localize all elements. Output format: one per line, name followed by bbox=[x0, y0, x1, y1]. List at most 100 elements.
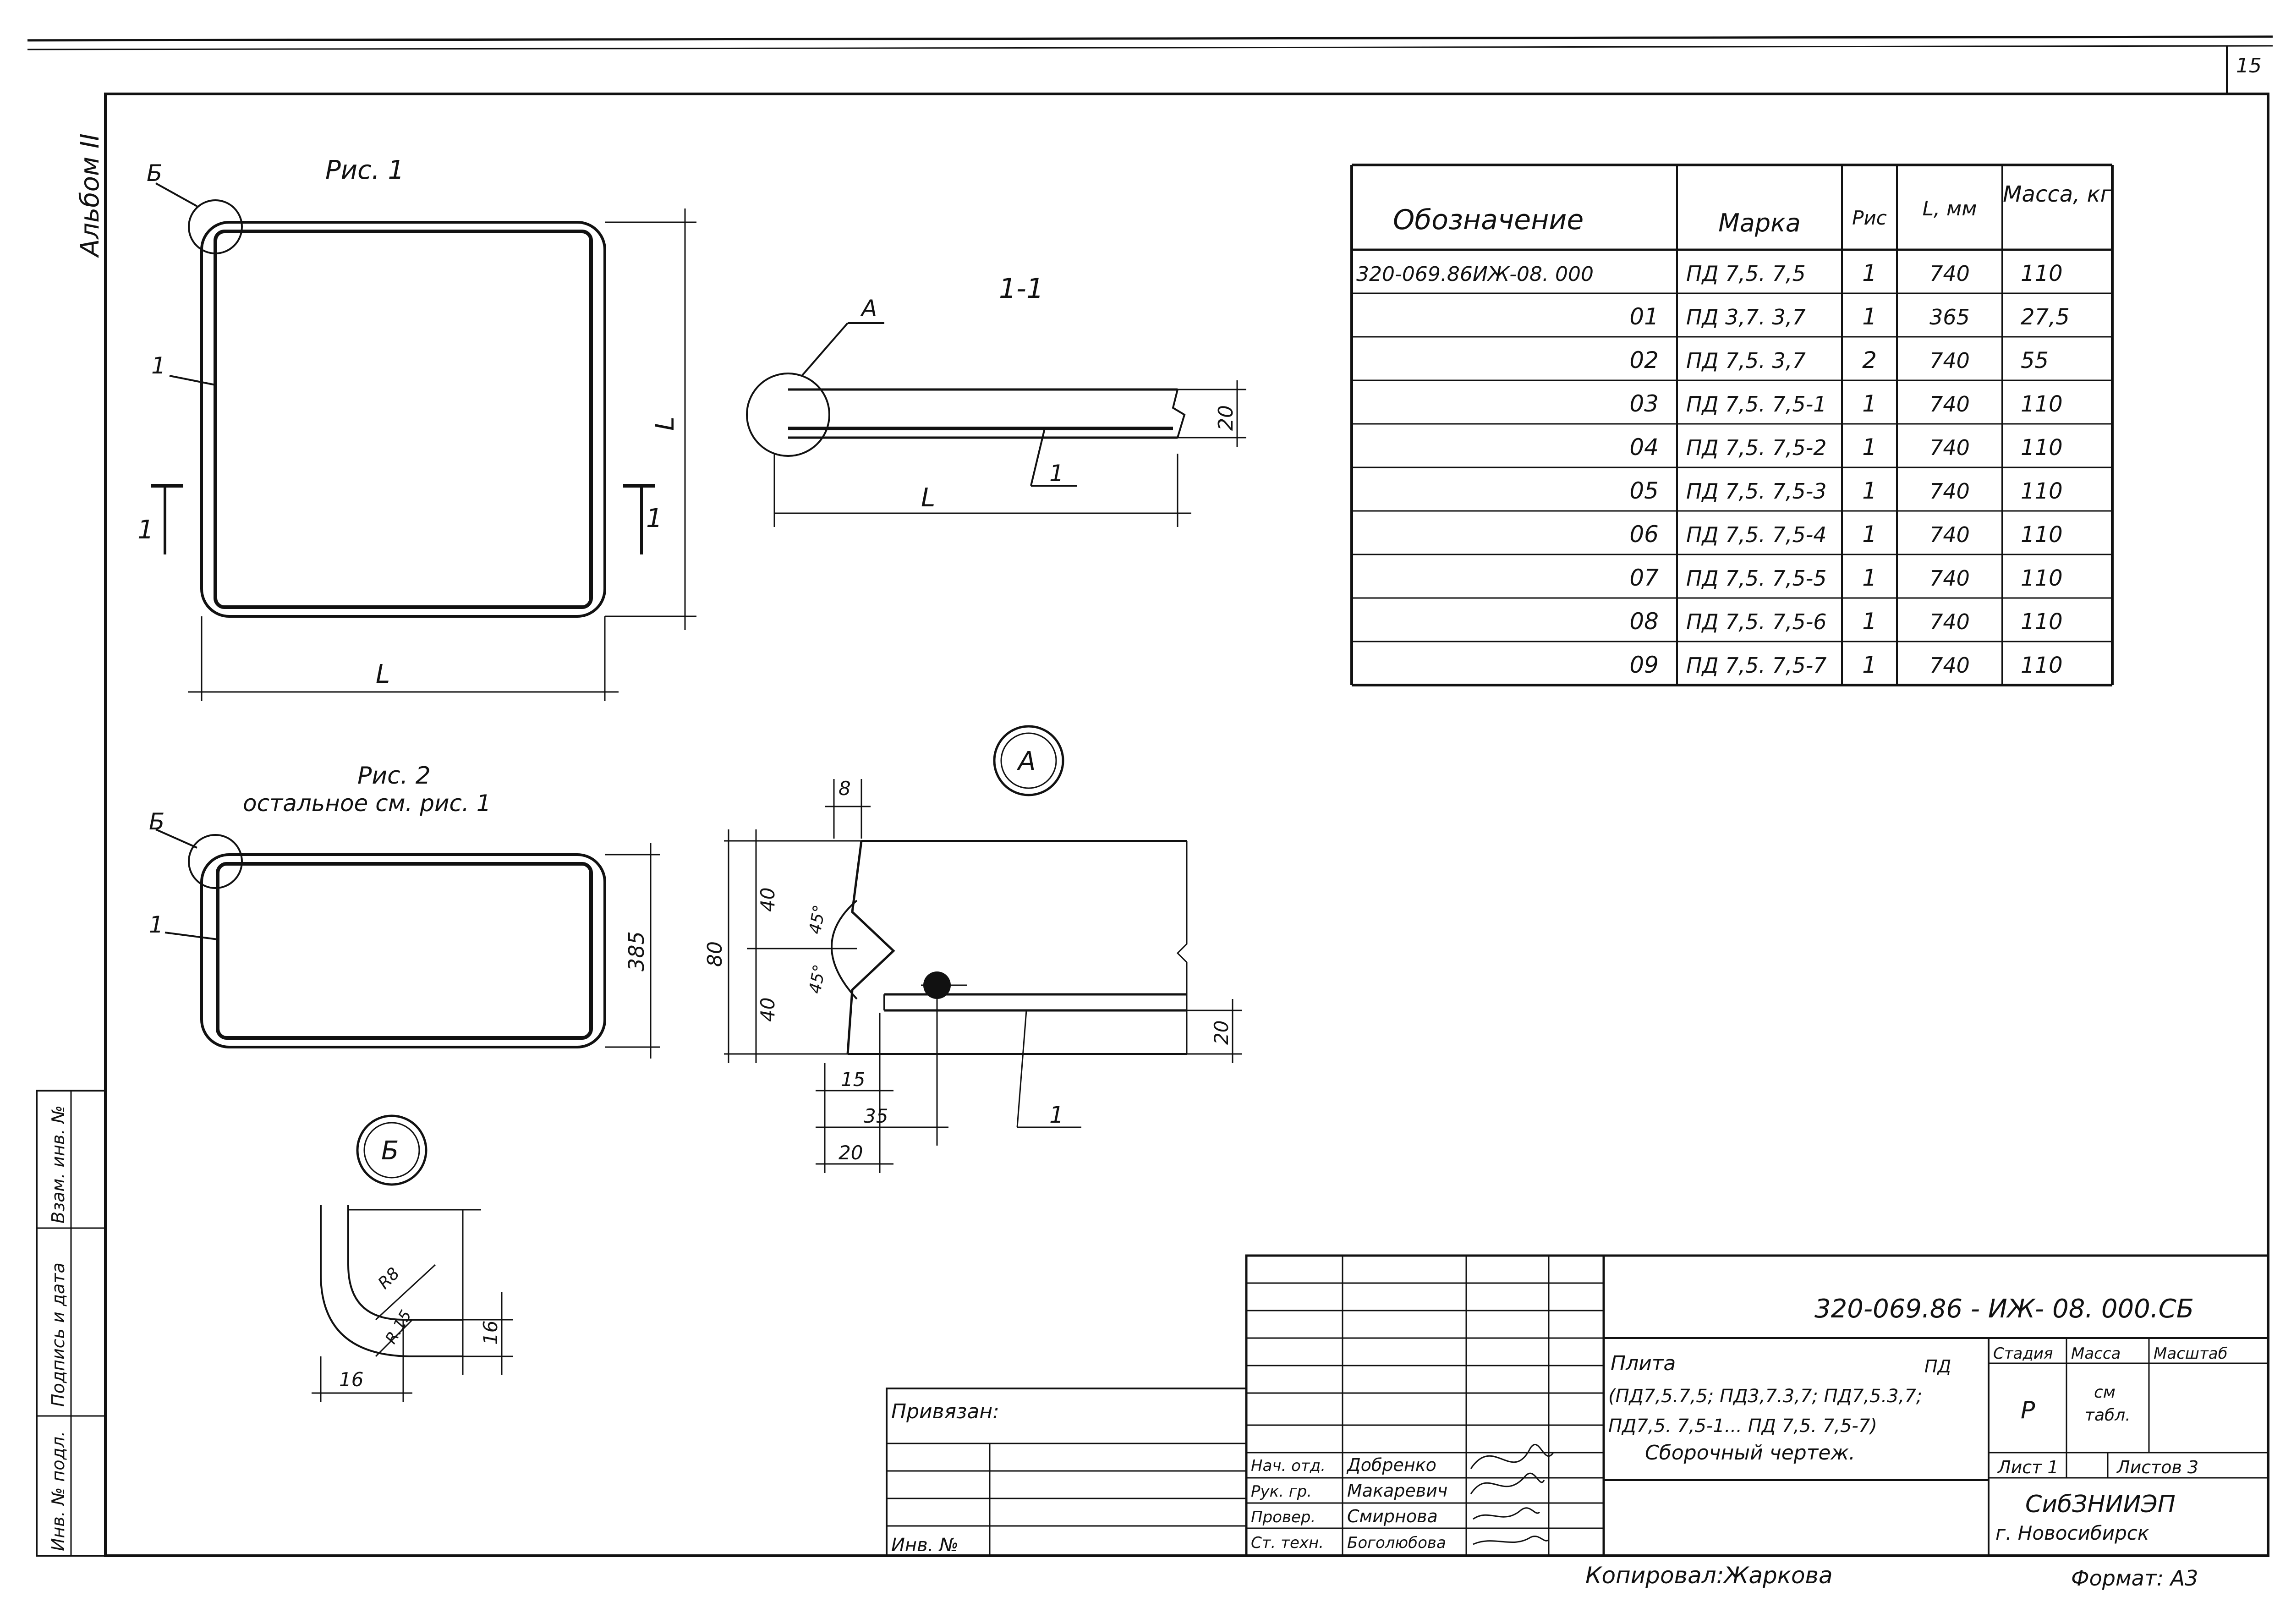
title-name-line2: (ПД7,5.7,5; ПД3,7.3,7; ПД7,5.3,7; bbox=[1608, 1386, 1922, 1407]
fig1-drawing bbox=[151, 182, 696, 701]
table-cell-mass: 110 bbox=[2021, 609, 2063, 635]
fig1-section-mark-right: 1 bbox=[646, 504, 663, 533]
table-cell-designation: 09 bbox=[1629, 652, 1659, 678]
fig1-dim-l-right: L bbox=[650, 417, 680, 431]
detail-a-dim-20-right: 20 bbox=[1210, 1020, 1233, 1045]
title-block bbox=[886, 1254, 2269, 1557]
detail-a-dim-20-bottom: 20 bbox=[839, 1141, 863, 1164]
title-massa-value-2: табл. bbox=[2085, 1406, 2131, 1425]
fig2-note: остальное см. рис. 1 bbox=[243, 790, 491, 817]
table-cell-fig: 1 bbox=[1862, 260, 1877, 286]
table-cell-mass: 55 bbox=[2021, 348, 2049, 373]
detail-b-dim-16-vertical: 16 bbox=[479, 1321, 502, 1345]
album-label: Альбом II bbox=[75, 133, 105, 258]
table-cell-l-mm: 365 bbox=[1929, 305, 1970, 329]
table-cell-fig: 2 bbox=[1862, 347, 1877, 373]
detail-b-drawing bbox=[312, 1114, 513, 1402]
table-cell-fig: 1 bbox=[1862, 303, 1877, 330]
table-cell-mass: 110 bbox=[2021, 435, 2063, 461]
detail-b-r15: R.15 bbox=[382, 1307, 415, 1347]
table-cell-fig: 1 bbox=[1862, 477, 1877, 504]
title-name-3: Смирнова bbox=[1347, 1506, 1438, 1526]
table-cell-designation: 02 bbox=[1629, 347, 1659, 373]
table-cell-designation: 04 bbox=[1629, 434, 1659, 461]
table-header-mark: Марка bbox=[1718, 208, 1801, 237]
table-cell-designation: 07 bbox=[1629, 565, 1659, 591]
table-cell-designation: 05 bbox=[1629, 477, 1659, 504]
title-name-line3: ПД7,5. 7,5-1... ПД 7,5. 7,5-7) bbox=[1608, 1416, 1877, 1437]
title-massa-value-1: см bbox=[2094, 1383, 2116, 1402]
table-cell-mark: ПД 7,5. 7,5-2 bbox=[1686, 435, 1827, 460]
table-header-mass: Масса, кг bbox=[2003, 181, 2112, 207]
table-cell-fig: 1 bbox=[1862, 390, 1877, 417]
table-cell-designation: 06 bbox=[1629, 521, 1659, 548]
table-cell-mass: 110 bbox=[2021, 653, 2063, 678]
table-cell-mark: ПД 7,5. 7,5 bbox=[1686, 261, 1806, 286]
table-cell-mark: ПД 7,5. 3,7 bbox=[1686, 348, 1806, 373]
table-cell-designation: 03 bbox=[1629, 390, 1659, 417]
fig2-leader-1: 1 bbox=[149, 911, 164, 938]
table-cell-mark: ПД 7,5. 7,5-5 bbox=[1686, 566, 1827, 591]
margin-vzam-label: Взам. инв. № bbox=[48, 1105, 68, 1223]
table-cell-l-mm: 740 bbox=[1929, 261, 1970, 286]
table-cell-designation: 01 bbox=[1629, 303, 1659, 330]
title-listov: Листов 3 bbox=[2116, 1457, 2198, 1477]
detail-a-dim-8: 8 bbox=[839, 777, 851, 800]
title-org-1: СибЗНИИЭП bbox=[2025, 1491, 2176, 1518]
detail-a-dim-35: 35 bbox=[864, 1105, 888, 1127]
detail-a-dim-40-top: 40 bbox=[756, 888, 779, 912]
title-stadiya-header: Стадия bbox=[1993, 1344, 2053, 1363]
table-cell-mass: 27,5 bbox=[2021, 304, 2070, 330]
detail-a-angle-45-top: 45° bbox=[806, 904, 829, 936]
table-cell-mass: 110 bbox=[2021, 261, 2063, 286]
title-massa-header: Масса bbox=[2071, 1344, 2121, 1363]
detail-b-label: Б bbox=[381, 1136, 399, 1166]
fig1-leader-1: 1 bbox=[151, 352, 166, 379]
detail-a-label: А bbox=[1017, 746, 1036, 776]
table-cell-mark: ПД 7,5. 7,5-7 bbox=[1686, 653, 1827, 678]
fig1-dim-l-bottom: L bbox=[376, 659, 390, 689]
title-name-line4: Сборочный чертеж. bbox=[1645, 1441, 1855, 1465]
detail-a-drawing bbox=[724, 725, 1242, 1173]
fig2-dim-385: 385 bbox=[624, 931, 649, 971]
fig1-callout-b: Б bbox=[147, 160, 162, 187]
title-name-4: Боголюбова bbox=[1347, 1534, 1446, 1552]
detail-b-r8: R8 bbox=[374, 1264, 403, 1293]
title-name-2: Макаревич bbox=[1347, 1481, 1447, 1501]
table-cell-mark: ПД 7,5. 7,5-1 bbox=[1686, 392, 1827, 417]
table-header-designation: Обозначение bbox=[1393, 204, 1584, 236]
table-cell-l-mm: 740 bbox=[1929, 609, 1970, 634]
table-cell-l-mm: 740 bbox=[1929, 392, 1970, 417]
table-cell-fig: 1 bbox=[1862, 565, 1877, 591]
table-cell-fig: 1 bbox=[1862, 608, 1877, 635]
table-cell-mass: 110 bbox=[2021, 478, 2063, 504]
detail-a-dim-15: 15 bbox=[841, 1068, 865, 1091]
title-org-2: г. Новосибирск bbox=[1995, 1522, 2149, 1544]
copied-by: Копировал:Жаркова bbox=[1585, 1562, 1833, 1589]
margin-podpis-label: Подпись и дата bbox=[48, 1262, 68, 1407]
title-doc-code: 320-069.86 - ИЖ- 08. 000.СБ bbox=[1814, 1294, 2194, 1324]
table-cell-l-mm: 740 bbox=[1929, 479, 1970, 504]
title-name-line1: Плита bbox=[1611, 1352, 1676, 1375]
detail-a-dim-80: 80 bbox=[703, 941, 727, 967]
title-role-2: Рук. гр. bbox=[1251, 1482, 1312, 1501]
table-cell-designation: 08 bbox=[1629, 608, 1659, 635]
table-cell-mark: ПД 7,5. 7,5-6 bbox=[1686, 609, 1827, 634]
detail-a-angle-45-bottom: 45° bbox=[806, 963, 829, 995]
title-privyazan: Привязан: bbox=[891, 1400, 999, 1423]
table-cell-mass: 110 bbox=[2021, 522, 2063, 548]
title-stadiya-value: Р bbox=[2021, 1397, 2035, 1424]
table-cell-mark: ПД 7,5. 7,5-4 bbox=[1686, 522, 1827, 547]
title-inv-no: Инв. № bbox=[891, 1535, 959, 1556]
table-cell-fig: 1 bbox=[1862, 521, 1877, 548]
table-cell-fig: 1 bbox=[1862, 652, 1877, 678]
table-cell-l-mm: 740 bbox=[1929, 435, 1970, 460]
fig2-callout-b: Б bbox=[149, 808, 164, 835]
section-1-1-dim-l: L bbox=[921, 483, 935, 513]
left-margin-stamp bbox=[36, 1090, 106, 1557]
title-list: Лист 1 bbox=[1997, 1457, 2059, 1477]
detail-a-leader-1: 1 bbox=[1049, 1102, 1064, 1128]
detail-a-dim-40-bottom: 40 bbox=[756, 998, 779, 1022]
title-role-3: Провер. bbox=[1251, 1508, 1315, 1526]
section-1-1-dim-20: 20 bbox=[1214, 405, 1238, 431]
